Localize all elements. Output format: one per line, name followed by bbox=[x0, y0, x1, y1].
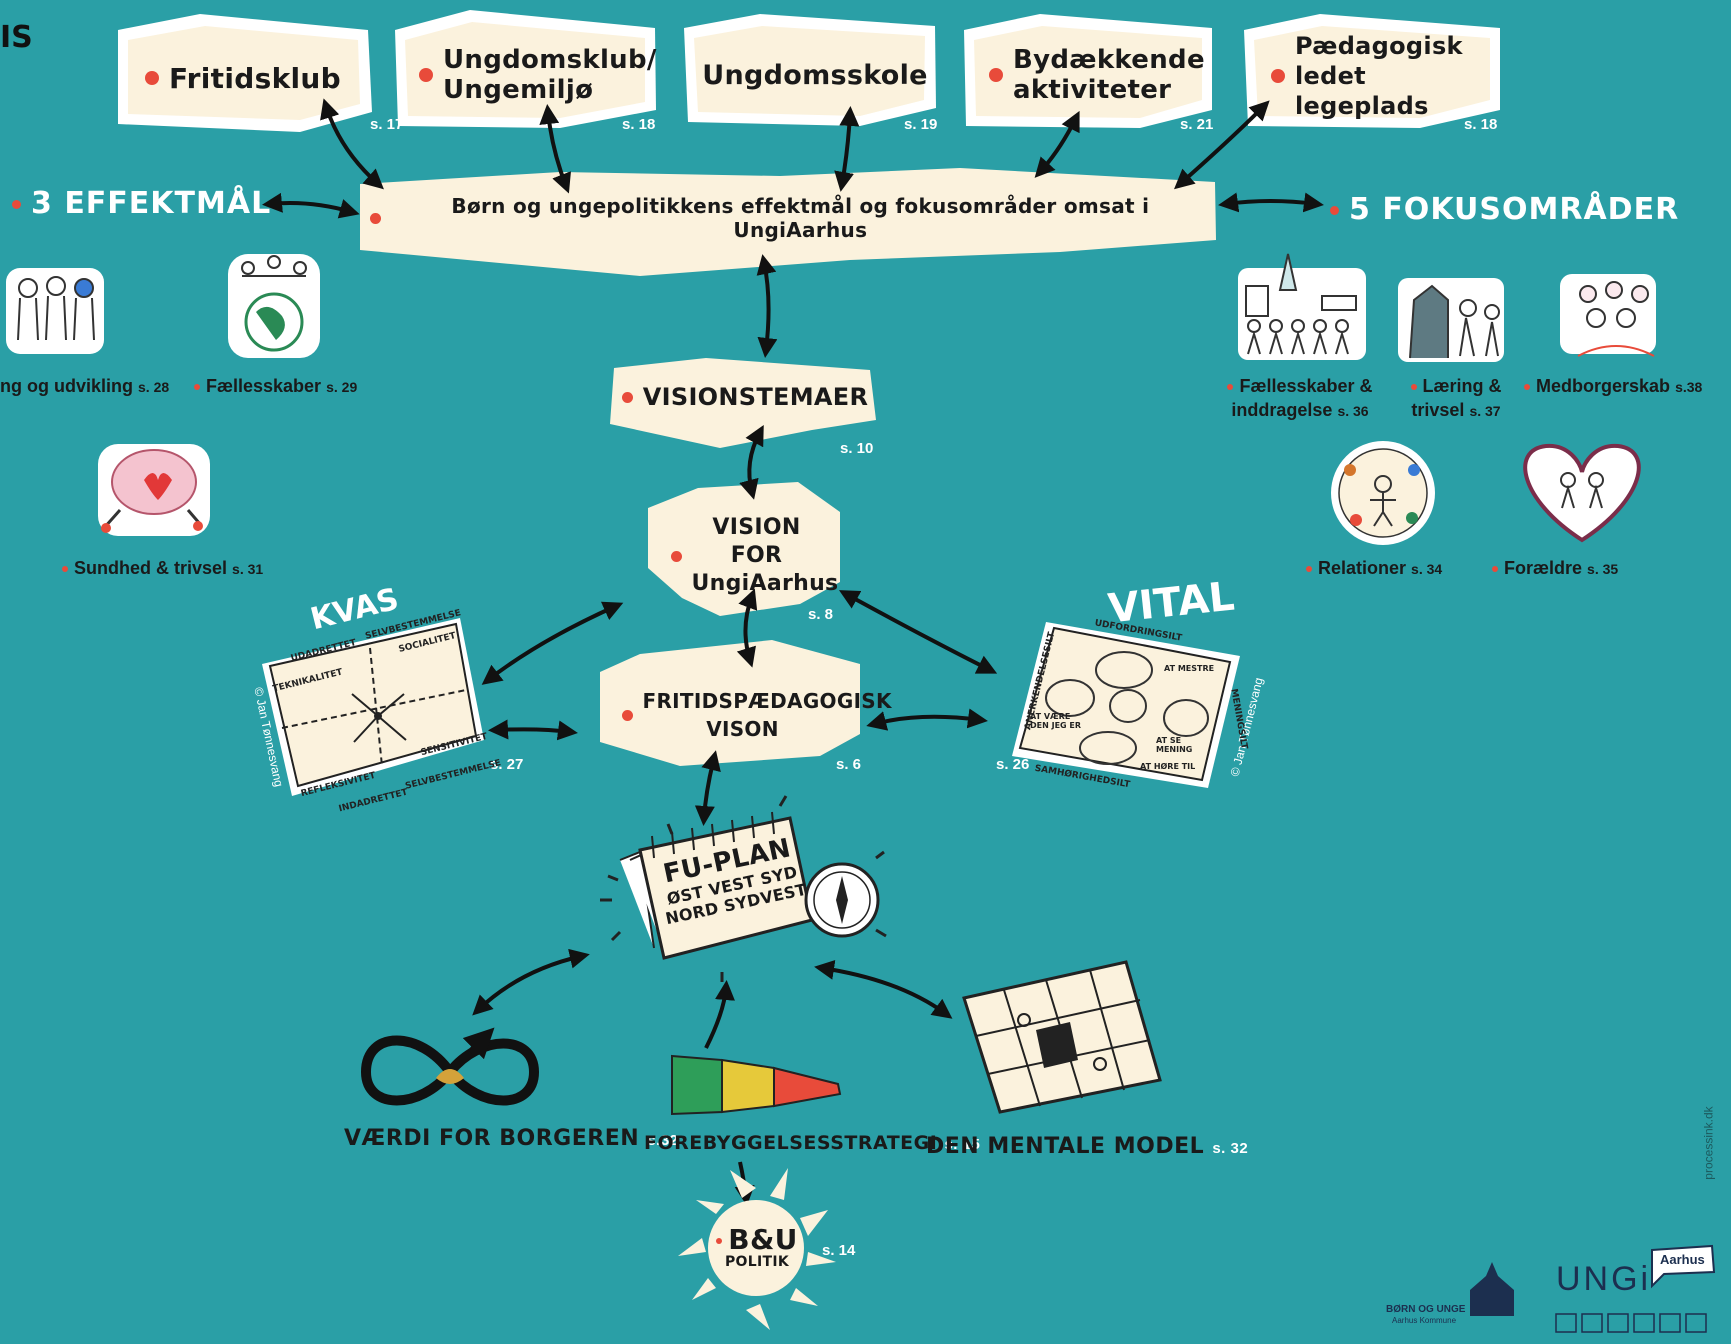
infinity-symbol bbox=[360, 1027, 540, 1106]
top-box-ungdomsskole[interactable]: Ungdomsskole bbox=[702, 59, 928, 91]
mental-model-caption[interactable]: DEN MENTALE MODEL s. 32 bbox=[926, 1134, 1249, 1159]
red-dot-icon bbox=[419, 68, 433, 82]
red-dot-icon bbox=[621, 391, 633, 403]
central-banner-shape bbox=[360, 168, 1216, 276]
fokus-item-faellesskaber[interactable]: Fællesskaber & inddragelse s. 36 bbox=[1210, 374, 1390, 423]
fokus-item-medborgerskab[interactable]: Medborgerskab s.38 bbox=[1524, 374, 1702, 399]
visionstemaer-box[interactable]: VISIONSTEMAER bbox=[620, 372, 870, 422]
red-dot-icon bbox=[62, 566, 68, 573]
aarhus-logo: Aarhus bbox=[1660, 1252, 1705, 1267]
top-box-bydaekkende[interactable]: Bydækkende aktiviteter bbox=[976, 34, 1205, 116]
vital-label: AT MESTRE bbox=[1164, 664, 1215, 673]
vision-shape bbox=[648, 482, 840, 616]
red-dot-icon bbox=[194, 384, 200, 391]
burst-lines bbox=[600, 795, 887, 982]
red-dot-icon bbox=[145, 71, 160, 85]
fritid-shape bbox=[600, 640, 860, 766]
forebyggelse-bar bbox=[671, 1054, 842, 1116]
fokus-illustrations bbox=[1238, 253, 1656, 545]
red-dot-icon bbox=[370, 212, 381, 224]
page-ref: s. 6 bbox=[836, 756, 862, 773]
footer-sub: Aarhus Kommune bbox=[1392, 1316, 1457, 1325]
red-dot-icon bbox=[670, 550, 682, 562]
page-ref: s. 14 bbox=[822, 1242, 856, 1259]
vital-label: AT HØRE TIL bbox=[1140, 762, 1196, 771]
central-banner[interactable]: Børn og ungepolitikkens effektmål og fok… bbox=[370, 186, 1210, 250]
connector-arrows bbox=[262, 98, 1324, 1019]
red-dot-icon bbox=[1271, 69, 1285, 83]
ungi-brand-logo: UNGi bbox=[1556, 1260, 1652, 1298]
top-box-legeplads[interactable]: Pædagogisk ledet legeplads bbox=[1256, 32, 1490, 120]
top-box-shapes bbox=[118, 10, 1500, 132]
red-dot-icon bbox=[1410, 384, 1417, 391]
fu-plan-shape bbox=[600, 795, 887, 982]
page-ref: s. 19 bbox=[904, 116, 938, 133]
effektmal-heading: 3 EFFEKTMÅL bbox=[12, 186, 271, 221]
top-box-ungdomsklub[interactable]: Ungdomsklub/ Ungemiljø bbox=[406, 34, 656, 116]
forebyggelse-caption[interactable]: FOREBYGGELSESSTRATEGI s. 15 bbox=[644, 1132, 981, 1154]
red-dot-icon bbox=[1306, 566, 1312, 573]
page-ref: s. 10 bbox=[840, 440, 874, 457]
page-ref: s. 17 bbox=[370, 116, 404, 133]
red-dot-icon bbox=[621, 709, 633, 721]
page-ref: s. 18 bbox=[622, 116, 656, 133]
red-dot-icon bbox=[12, 200, 21, 209]
vaerdi-caption[interactable]: VÆRDI FOR BORGEREN s.32 bbox=[344, 1126, 679, 1151]
red-dot-icon bbox=[716, 1238, 723, 1244]
page-ref: s. 21 bbox=[1180, 116, 1214, 133]
partial-left-text: IS bbox=[0, 20, 33, 55]
page-ref: s. 8 bbox=[808, 606, 834, 623]
fokus-item-foraeldre[interactable]: Forældre s. 35 bbox=[1492, 556, 1618, 581]
footer-logos bbox=[1470, 1244, 1716, 1333]
effektmal-item-udvikling[interactable]: ng og udvikling s. 28 bbox=[0, 376, 170, 396]
page-ref: s. 18 bbox=[1464, 116, 1498, 133]
red-dot-icon bbox=[1524, 384, 1530, 391]
effektmal-illustrations bbox=[6, 254, 320, 536]
top-box-fritidsklub[interactable]: Fritidsklub bbox=[128, 40, 358, 116]
kvas-card-shape bbox=[262, 618, 484, 796]
bu-politik-sun[interactable]: B&U POLITIK bbox=[712, 1216, 802, 1280]
processink-credit: processink.dk bbox=[1701, 1106, 1716, 1180]
red-dot-icon bbox=[1330, 206, 1339, 215]
fokus-heading: 5 FOKUSOMRÅDER bbox=[1330, 192, 1679, 227]
footer-org: BØRN OG UNGE bbox=[1386, 1304, 1466, 1315]
visionstemaer-shape bbox=[610, 358, 876, 448]
fokus-item-relationer[interactable]: Relationer s. 34 bbox=[1306, 556, 1442, 581]
vital-card-shape bbox=[1012, 622, 1240, 788]
vital-label: AT SE MENING bbox=[1156, 736, 1193, 754]
fokus-item-laering[interactable]: Læring & trivsel s. 37 bbox=[1410, 376, 1502, 420]
effektmal-item-sundhed[interactable]: Sundhed & trivsel s. 31 bbox=[62, 556, 263, 581]
page-ref: s. 27 bbox=[490, 756, 524, 773]
red-dot-icon bbox=[1492, 566, 1498, 573]
effektmal-item-faellesskaber[interactable]: Fællesskaber s. 29 bbox=[194, 374, 357, 399]
red-dot-icon bbox=[989, 68, 1003, 82]
vital-label: AT VÆRE DEN JEG ER bbox=[1030, 712, 1082, 730]
vision-box[interactable]: VISION FOR UngiAarhus bbox=[658, 515, 838, 596]
puzzle-shape bbox=[962, 960, 1162, 1114]
sun-shape bbox=[678, 1168, 836, 1330]
red-dot-icon bbox=[1227, 384, 1234, 391]
page-ref: s. 26 bbox=[996, 756, 1030, 773]
fritid-box[interactable]: FRITIDSPÆDAGOGISK VISON bbox=[610, 680, 892, 750]
